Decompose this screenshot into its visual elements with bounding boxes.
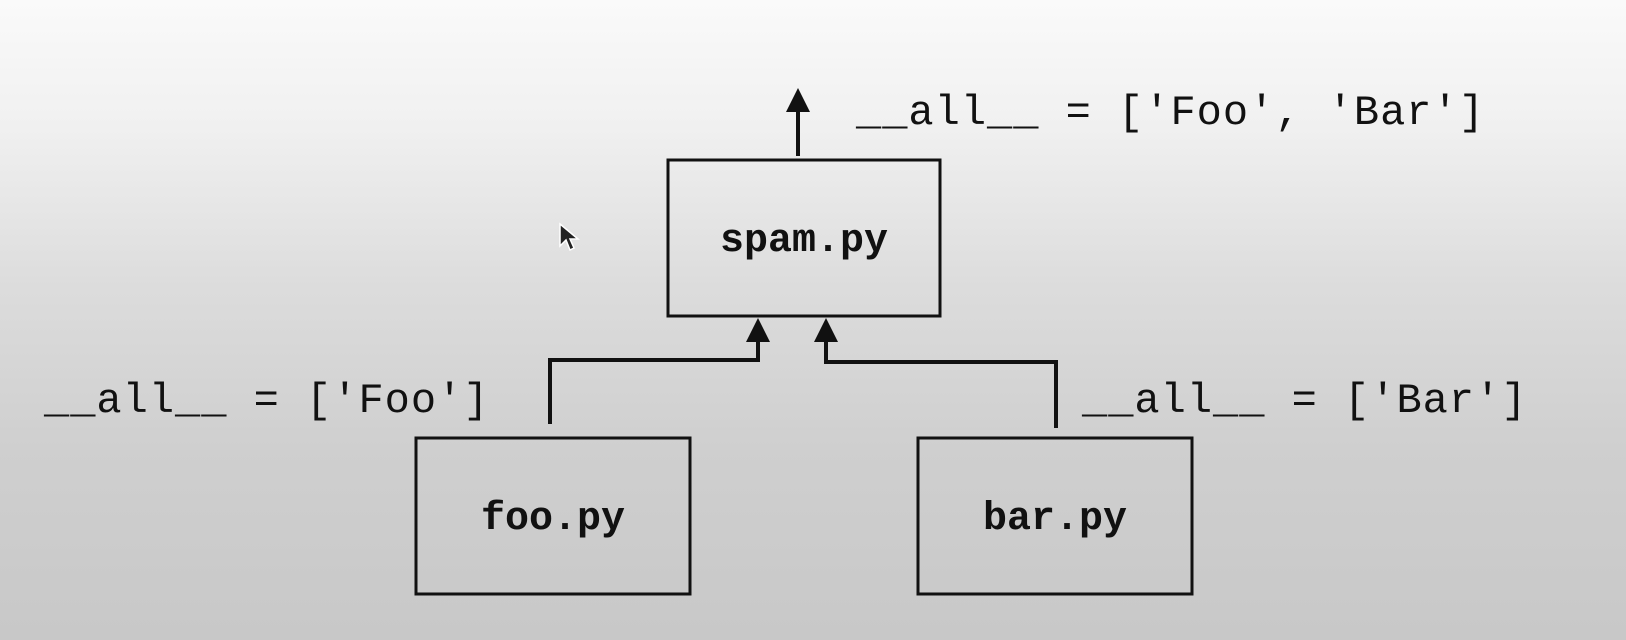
bar-to-spam-arrow xyxy=(814,318,1058,428)
foo-module-box xyxy=(414,436,692,596)
foo-module-label: foo.py xyxy=(480,497,626,542)
bar-module-label: bar.py xyxy=(982,497,1128,542)
spam-export-arrow xyxy=(786,88,810,156)
spam-module-box xyxy=(666,158,942,318)
mouse-pointer-icon xyxy=(559,222,581,252)
bar-module-box xyxy=(916,436,1194,596)
foo-to-spam-arrow xyxy=(548,318,770,424)
spam-all-annotation: __all__ = ['Foo', 'Bar'] xyxy=(856,89,1485,137)
spam-module-label: spam.py xyxy=(719,219,889,264)
bar-all-annotation: __all__ = ['Bar'] xyxy=(1082,377,1528,425)
foo-all-annotation: __all__ = ['Foo'] xyxy=(44,377,490,425)
